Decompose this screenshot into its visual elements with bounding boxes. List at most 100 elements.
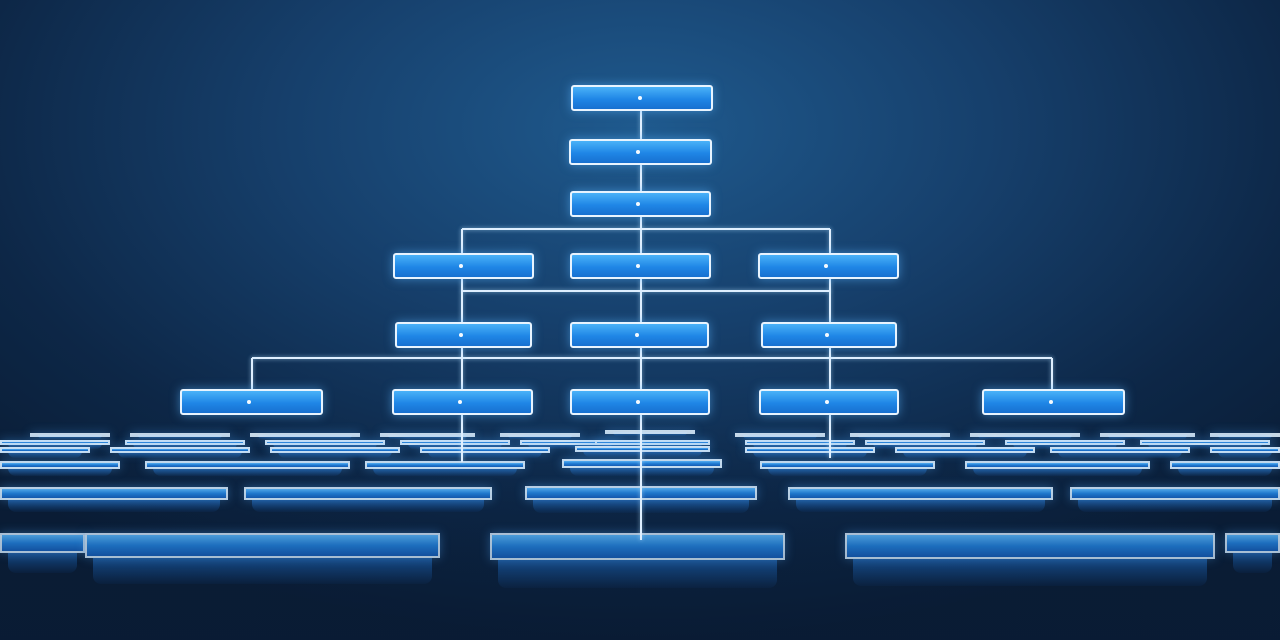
floor-tile bbox=[250, 433, 360, 437]
floor-tile-shadow bbox=[1233, 551, 1272, 573]
node-bullet-icon bbox=[637, 96, 642, 100]
connector-line bbox=[461, 415, 463, 462]
chart-node bbox=[570, 389, 710, 415]
floor-tile-shadow bbox=[8, 451, 82, 458]
floor-tile-shadow bbox=[278, 451, 392, 458]
node-bullet-icon bbox=[1049, 400, 1053, 404]
floor-tile bbox=[1050, 447, 1190, 453]
node-bullet-icon bbox=[459, 333, 463, 337]
node-bullet-icon bbox=[636, 264, 640, 268]
connector-line bbox=[640, 415, 642, 540]
connector-line bbox=[640, 279, 642, 322]
chart-node bbox=[180, 389, 323, 415]
connector-line bbox=[829, 229, 831, 253]
connector-line bbox=[462, 228, 830, 230]
node-bullet-icon bbox=[636, 150, 640, 154]
connector-line bbox=[461, 279, 463, 322]
floor-tile-shadow bbox=[873, 443, 977, 449]
floor-tile bbox=[575, 446, 710, 452]
floor-tile-shadow bbox=[753, 443, 847, 449]
connector-line bbox=[829, 415, 831, 458]
floor-tile bbox=[1070, 487, 1280, 500]
floor-tile-shadow bbox=[1218, 435, 1272, 439]
connector-line bbox=[461, 229, 463, 253]
floor-tile-shadow bbox=[138, 435, 222, 439]
connector-line bbox=[251, 358, 253, 389]
floor-tile bbox=[400, 440, 510, 445]
floor-tile-shadow bbox=[1078, 498, 1272, 512]
floor-tile-shadow bbox=[743, 435, 817, 439]
floor-tile bbox=[0, 487, 228, 500]
chart-node bbox=[570, 322, 709, 348]
floor-tile bbox=[1210, 433, 1280, 437]
connector-line bbox=[640, 217, 642, 253]
chart-node bbox=[393, 253, 534, 279]
floor-tile bbox=[788, 487, 1053, 500]
connector-line bbox=[640, 111, 642, 139]
floor-tile bbox=[760, 461, 935, 469]
floor-tile-shadow bbox=[570, 466, 714, 476]
floor-tile-shadow bbox=[753, 451, 867, 458]
floor-tile bbox=[562, 459, 722, 468]
floor-tile bbox=[1170, 461, 1280, 469]
floor-tile bbox=[0, 461, 120, 469]
floor-tile bbox=[1225, 533, 1280, 553]
floor-tile-shadow bbox=[273, 443, 377, 449]
floor-tile-shadow bbox=[613, 432, 687, 436]
floor-tile-shadow bbox=[1108, 435, 1187, 439]
node-bullet-icon bbox=[635, 333, 639, 337]
floor-tile bbox=[125, 440, 245, 445]
floor-tile bbox=[265, 440, 385, 445]
floor-tile-shadow bbox=[388, 435, 467, 439]
floor-tile-shadow bbox=[252, 498, 484, 512]
floor-tile-shadow bbox=[258, 435, 352, 439]
chart-node bbox=[392, 389, 533, 415]
floor-tile bbox=[1005, 440, 1125, 445]
node-bullet-icon bbox=[459, 264, 463, 268]
floor-tile-shadow bbox=[768, 467, 927, 476]
chart-node bbox=[395, 322, 532, 348]
floor-tile bbox=[745, 447, 875, 453]
node-bullet-icon bbox=[247, 400, 251, 404]
node-bullet-icon bbox=[636, 202, 640, 206]
floor-tile-shadow bbox=[796, 498, 1045, 512]
floor-tile-shadow bbox=[8, 498, 220, 512]
connector-line bbox=[1051, 358, 1053, 389]
floor-tile-shadow bbox=[978, 435, 1072, 439]
chart-node bbox=[571, 85, 713, 111]
floor-tile bbox=[500, 433, 580, 437]
floor-tile bbox=[0, 447, 90, 453]
floor-tile bbox=[244, 487, 492, 500]
connector-line bbox=[829, 348, 831, 389]
floor-tile bbox=[865, 440, 985, 445]
floor-tile bbox=[110, 447, 250, 453]
floor-tile-shadow bbox=[8, 551, 77, 573]
floor-tile bbox=[490, 533, 785, 560]
floor-tile-shadow bbox=[1013, 443, 1117, 449]
chart-node bbox=[761, 322, 897, 348]
floor-tile bbox=[145, 461, 350, 469]
floor-tile bbox=[745, 440, 855, 445]
node-bullet-icon bbox=[824, 264, 828, 268]
floor-tile-shadow bbox=[583, 450, 702, 457]
floor-tile bbox=[595, 440, 710, 445]
floor-tile-shadow bbox=[498, 558, 777, 588]
floor-tile bbox=[1210, 447, 1280, 453]
floor-tile bbox=[365, 461, 525, 469]
chart-node bbox=[569, 139, 712, 165]
connector-line bbox=[461, 348, 463, 389]
floor-tile-shadow bbox=[853, 557, 1207, 586]
floor-tile bbox=[0, 440, 110, 445]
floor-tile-shadow bbox=[133, 443, 237, 449]
floor-tile bbox=[380, 433, 475, 437]
chart-node bbox=[758, 253, 899, 279]
floor-tile-shadow bbox=[528, 443, 612, 449]
floor-tile bbox=[1140, 440, 1270, 445]
node-bullet-icon bbox=[458, 400, 462, 404]
floor-tile-shadow bbox=[1218, 451, 1272, 458]
connector-line bbox=[462, 290, 830, 292]
floor-tile-shadow bbox=[373, 467, 517, 476]
floor-tile-shadow bbox=[118, 451, 242, 458]
floor-tile bbox=[965, 461, 1150, 469]
